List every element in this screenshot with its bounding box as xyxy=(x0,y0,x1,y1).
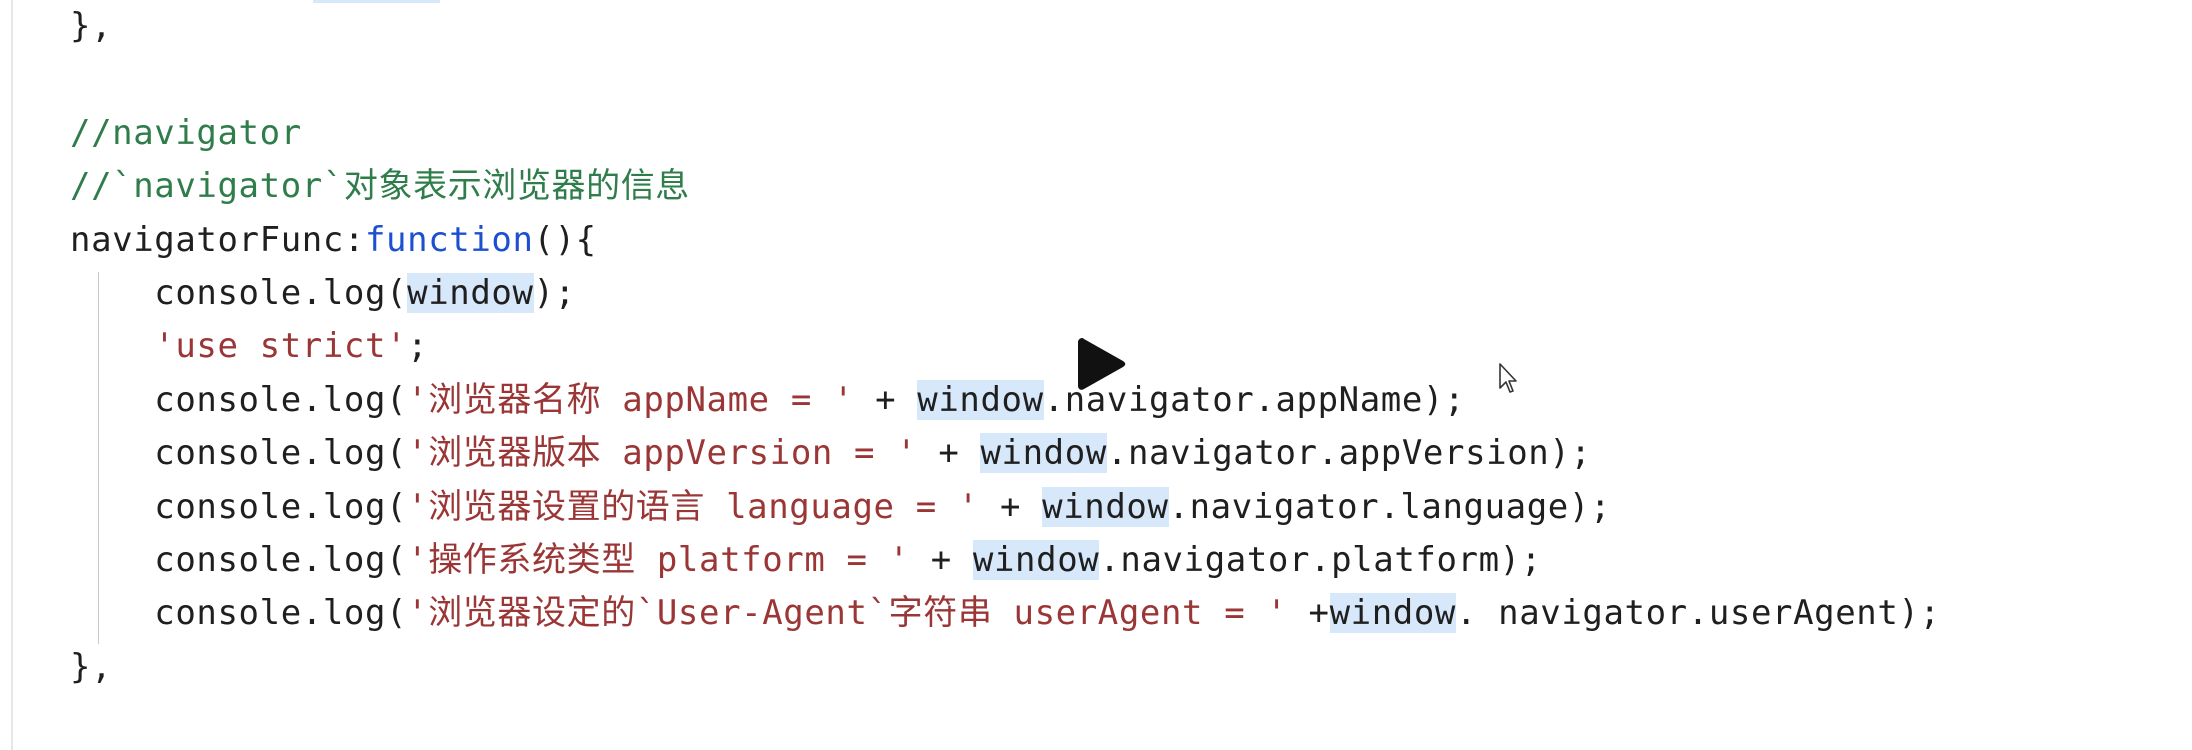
code-line[interactable]: console.log('浏览器设置的语言 language = ' + win… xyxy=(70,481,1611,534)
code-token-default: ); xyxy=(533,273,576,313)
selection-highlight-partial xyxy=(313,0,440,3)
code-token-default: . navigator.userAgent); xyxy=(1455,593,1941,634)
code-line[interactable]: console.log('操作系统类型 platform = ' + windo… xyxy=(70,534,1542,587)
code-line[interactable]: navigatorFunc:function(){ xyxy=(70,214,597,267)
code-token-default: navigatorFunc: xyxy=(70,219,365,260)
code-token-string: '浏览器设置的语言 language = ' xyxy=(407,486,979,527)
code-token-comment: //navigator xyxy=(70,112,302,153)
code-token-default: window xyxy=(1329,593,1456,634)
code-line[interactable]: //`navigator`对象表示浏览器的信息 xyxy=(70,160,690,213)
code-token-string: '浏览器版本 appVersion = ' xyxy=(407,433,918,474)
code-line[interactable]: console.log('浏览器名称 appName = ' + window.… xyxy=(70,374,1465,427)
code-token-default: + xyxy=(917,433,981,474)
code-token-default: (){ xyxy=(533,219,597,260)
code-token-default: + xyxy=(909,540,973,580)
code-token-default: .navigator.language); xyxy=(1168,486,1612,527)
code-token-default: console.log( xyxy=(70,273,408,313)
code-token-default: console.log( xyxy=(70,433,408,474)
code-token-default: + xyxy=(1287,593,1330,634)
code-line[interactable]: console.log('浏览器版本 appVersion = ' + wind… xyxy=(70,427,1592,480)
code-token-default: + xyxy=(978,486,1043,527)
code-line[interactable]: console.log(window); xyxy=(70,267,576,320)
code-token-default: window xyxy=(1042,486,1169,527)
code-token-comment: //`navigator`对象表示浏览器的信息 xyxy=(70,166,690,207)
editor-left-border xyxy=(11,0,13,750)
code-token-keyword: function xyxy=(364,219,534,260)
code-token-default: console.log( xyxy=(70,486,408,527)
code-token-default: + xyxy=(854,379,918,420)
code-token-default: console.log( xyxy=(70,593,408,634)
code-line[interactable]: }, xyxy=(70,641,112,694)
code-line[interactable]: }, xyxy=(70,0,112,53)
code-token-default: .navigator.appVersion); xyxy=(1106,433,1592,474)
code-token-string: '操作系统类型 platform = ' xyxy=(407,540,910,580)
code-line[interactable]: console.log('浏览器设定的`User-Agent`字符串 userA… xyxy=(70,587,1941,640)
code-token-default: ; xyxy=(407,326,429,367)
code-token-default: }, xyxy=(70,646,113,687)
code-token-default: window xyxy=(972,540,1100,580)
code-line[interactable]: //navigator xyxy=(70,107,302,160)
play-icon[interactable] xyxy=(1078,336,1126,392)
code-token-default: window xyxy=(980,433,1107,474)
code-token-default: .navigator.appName); xyxy=(1043,379,1466,420)
mouse-pointer-icon xyxy=(1499,363,1517,393)
code-token-default: console.log( xyxy=(70,540,408,580)
code-token-default: console.log( xyxy=(70,379,408,420)
code-token-default: window xyxy=(917,379,1044,420)
code-token-default xyxy=(70,326,154,366)
code-token-default: window xyxy=(407,273,534,313)
code-token-string: '浏览器名称 appName = ' xyxy=(407,379,855,420)
code-token-string: 'use strict' xyxy=(154,326,408,367)
code-line[interactable]: 'use strict'; xyxy=(70,320,428,373)
code-token-default: .navigator.platform); xyxy=(1099,540,1542,580)
code-token-default: }, xyxy=(70,6,113,46)
code-token-string: '浏览器设定的`User-Agent`字符串 userAgent = ' xyxy=(407,593,1288,634)
indent-guide xyxy=(98,272,99,644)
